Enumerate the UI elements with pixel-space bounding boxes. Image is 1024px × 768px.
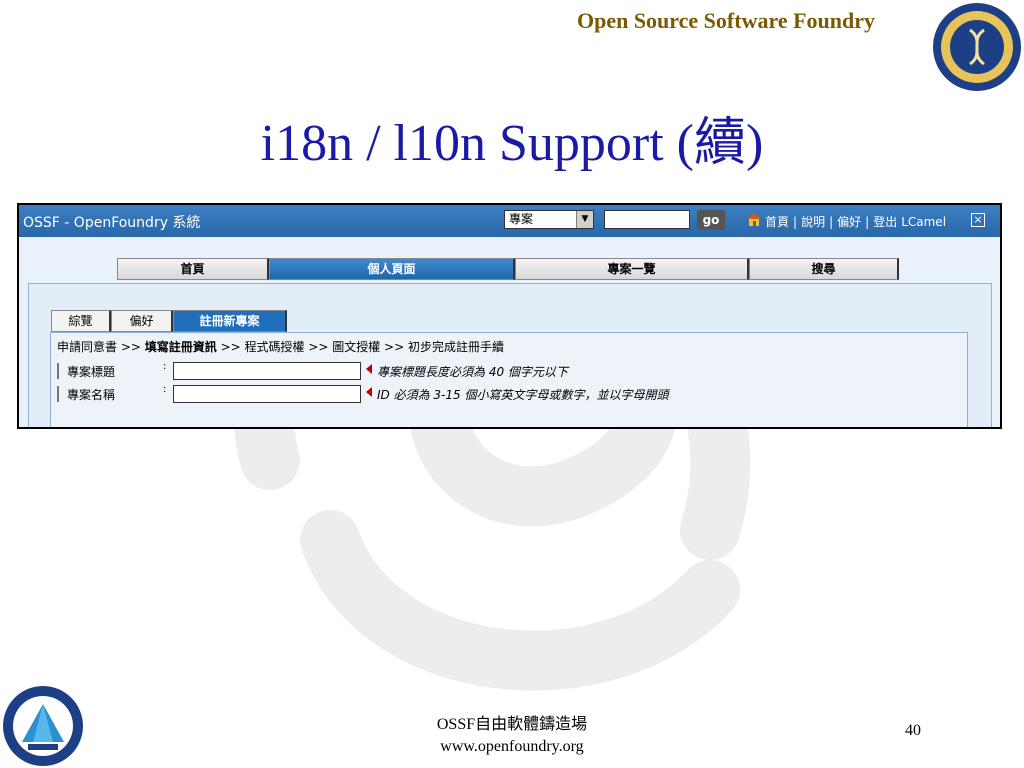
tab-search[interactable]: 搜尋 [749,258,899,280]
form-row-project-title: 專案標題 : 專案標題長度必須為 40 個字元以下 [57,361,957,381]
caret-left-icon [366,387,372,397]
field-hint: ID 必須為 3-15 個小寫英文字母或數字，並以字母開頭 [377,388,669,402]
tab-projects[interactable]: 專案一覽 [515,258,749,280]
step-remaining: >> 程式碼授權 >> 圖文授權 >> 初步完成註冊手續 [216,340,504,354]
footer: OSSF自由軟體鑄造場 www.openfoundry.org [372,714,652,758]
go-button[interactable]: go [697,210,725,230]
link-separator: | [793,215,798,229]
app-title: OSSF - OpenFoundry 系統 [23,215,201,231]
subtab-preferences[interactable]: 偏好 [111,310,173,332]
field-colon: : [163,361,167,372]
breadcrumb: 申請同意書 >> 填寫註冊資訊 >> 程式碼授權 >> 圖文授權 >> 初步完成… [57,338,504,355]
chevron-down-icon[interactable]: ▼ [576,211,593,228]
project-title-input[interactable] [173,362,361,380]
close-icon[interactable]: × [971,213,985,227]
openfoundry-screenshot: OSSF - OpenFoundry 系統 專案 ▼ go 首頁|說明|偏好|登… [17,203,1002,429]
search-input[interactable] [604,210,690,229]
slide-title: i18n / l10n Support (續) [260,115,764,172]
category-select[interactable]: 專案 ▼ [504,210,594,229]
content-area: 綜覽 偏好 註冊新專案 申請同意書 >> 填寫註冊資訊 >> 程式碼授權 >> … [28,283,992,427]
subtab-overview[interactable]: 綜覽 [51,310,111,332]
category-select-value: 專案 [509,212,534,226]
field-colon: : [163,384,167,395]
home-icon[interactable] [746,211,762,227]
link-preferences[interactable]: 偏好 [837,215,862,229]
row-divider [57,363,59,379]
tab-personal[interactable]: 個人頁面 [269,258,515,280]
subtab-register-project[interactable]: 註冊新專案 [173,310,287,332]
page-number: 40 [905,722,921,739]
row-divider [57,386,59,402]
username: LCamel [901,215,947,229]
project-name-input[interactable] [173,385,361,403]
footer-org: OSSF自由軟體鑄造場 [436,716,588,733]
main-nav: 首頁 個人頁面 專案一覽 搜尋 [19,258,1000,280]
field-label: 專案名稱 [67,388,116,402]
footer-url[interactable]: www.openfoundry.org [440,738,584,755]
tab-home[interactable]: 首頁 [117,258,269,280]
field-label: 專案標題 [67,365,116,379]
academia-sinica-seal-icon [933,3,1021,91]
link-separator: | [829,215,834,229]
register-panel: 申請同意書 >> 填寫註冊資訊 >> 程式碼授權 >> 圖文授權 >> 初步完成… [50,332,968,427]
field-hint: 專案標題長度必須為 40 個字元以下 [377,365,568,379]
header-title: Open Source Software Foundry [576,8,875,33]
caret-left-icon [366,364,372,374]
link-help[interactable]: 說明 [801,215,826,229]
link-logout[interactable]: 登出 [873,215,898,229]
link-home[interactable]: 首頁 [765,215,790,229]
step-agreement: 申請同意書 >> [57,340,145,354]
iis-logo-icon [3,686,83,766]
link-separator: | [865,215,870,229]
step-current: 填寫註冊資訊 [144,340,217,354]
top-bar: OSSF - OpenFoundry 系統 專案 ▼ go 首頁|說明|偏好|登… [19,205,1000,237]
form-row-project-name: 專案名稱 : ID 必須為 3-15 個小寫英文字母或數字，並以字母開頭 [57,384,957,404]
